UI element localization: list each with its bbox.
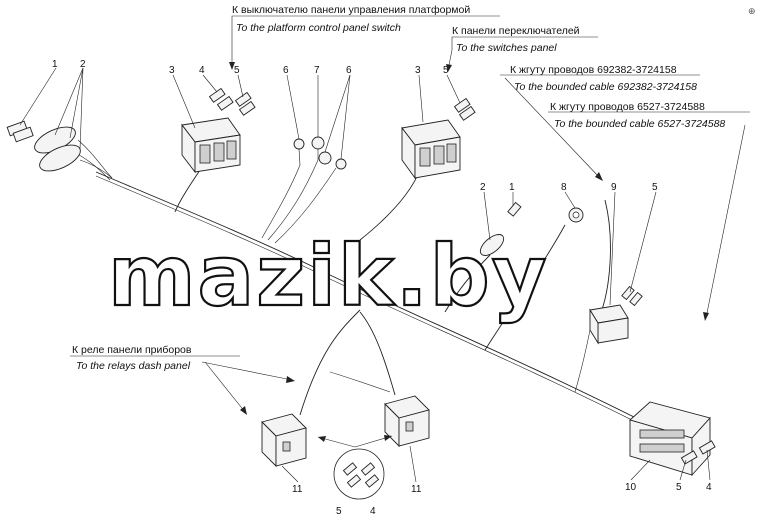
callout-arrows bbox=[70, 15, 750, 415]
branch-connector-9-lower bbox=[574, 329, 591, 393]
label-10: 10 bbox=[625, 482, 637, 493]
corner-mark: ⊕ bbox=[748, 6, 756, 16]
branch-connector-9 bbox=[599, 199, 611, 316]
branch-ring-terminals bbox=[261, 159, 337, 244]
label-1-center: 1 bbox=[509, 182, 515, 193]
label-6-left: 6 bbox=[283, 65, 289, 76]
label-5-right-top: 5 bbox=[443, 65, 449, 76]
ring-terminal-8 bbox=[568, 207, 584, 223]
label-5-right-mid: 5 bbox=[652, 182, 658, 193]
label-2-center: 2 bbox=[480, 182, 486, 193]
branch-connector-3-left bbox=[174, 169, 201, 213]
label-11-left: 11 bbox=[292, 484, 303, 495]
spade-terminal-1-left bbox=[6, 120, 34, 143]
callout-cable-692382-en: To the bounded cable 692382-3724158 bbox=[514, 81, 697, 93]
label-6-right: 6 bbox=[346, 65, 352, 76]
spade-terminal-5-right-top bbox=[453, 97, 476, 121]
label-2-left: 2 bbox=[80, 59, 86, 70]
spade-terminal-5-right-mid bbox=[621, 285, 643, 307]
label-5-right-bottom: 5 bbox=[676, 482, 682, 493]
label-7: 7 bbox=[314, 65, 320, 76]
ring-terminals-6-7 bbox=[293, 136, 347, 170]
spade-terminal-1-center bbox=[507, 201, 522, 217]
label-3-right: 3 bbox=[415, 65, 421, 76]
branch-relays bbox=[299, 309, 396, 416]
relay-socket-11-right bbox=[384, 395, 430, 448]
label-1-left: 1 bbox=[52, 59, 58, 70]
label-4-circle: 4 bbox=[370, 506, 376, 517]
label-9: 9 bbox=[611, 182, 617, 193]
connector-10 bbox=[629, 401, 711, 477]
main-harness-trunk bbox=[95, 171, 641, 425]
arrows-to-relay-sockets bbox=[317, 435, 393, 448]
branch-fuse-center bbox=[444, 254, 491, 313]
branch-ring-terminal-8 bbox=[484, 224, 566, 351]
relay-socket-11-left bbox=[261, 413, 307, 468]
connector-9 bbox=[589, 304, 629, 345]
callout-switches-panel-en: To the switches panel bbox=[456, 42, 557, 54]
connector-3-left bbox=[181, 117, 241, 174]
callout-cable-6527-en: To the bounded cable 6527-3724588 bbox=[554, 118, 725, 130]
label-4-left: 4 bbox=[199, 65, 205, 76]
label-8: 8 bbox=[561, 182, 567, 193]
label-11-right: 11 bbox=[411, 484, 422, 495]
label-5-circle: 5 bbox=[336, 506, 342, 517]
fuse-holder-2-left bbox=[34, 126, 81, 172]
callout-platform-switch-en: To the platform control panel switch bbox=[236, 22, 401, 34]
callout-relays-dash-en: To the relays dash panel bbox=[76, 360, 191, 372]
callout-platform-switch-ru: К выключателю панели управления платформ… bbox=[232, 4, 470, 16]
callout-switches-panel-ru: К панели переключателей bbox=[452, 25, 580, 37]
callout-cable-6527-ru: К жгуту проводов 6527-3724588 bbox=[550, 101, 705, 113]
label-5-left: 5 bbox=[234, 65, 240, 76]
callout-cable-692382-ru: К жгуту проводов 692382-3724158 bbox=[510, 64, 677, 76]
label-3-left: 3 bbox=[169, 65, 175, 76]
spade-terminals-4-5-circle bbox=[333, 448, 385, 500]
number-leaders bbox=[19, 67, 711, 483]
watermark: mazik.by bbox=[108, 227, 549, 325]
spade-terminals-5-4-right-bottom bbox=[680, 440, 716, 465]
connector-3-right bbox=[401, 119, 461, 180]
spade-terminals-4-5-left bbox=[208, 87, 256, 116]
callout-relays-dash-ru: К реле панели приборов bbox=[72, 344, 192, 356]
fuse-holder-2-center bbox=[479, 234, 505, 256]
label-4-right-bottom: 4 bbox=[706, 482, 712, 493]
